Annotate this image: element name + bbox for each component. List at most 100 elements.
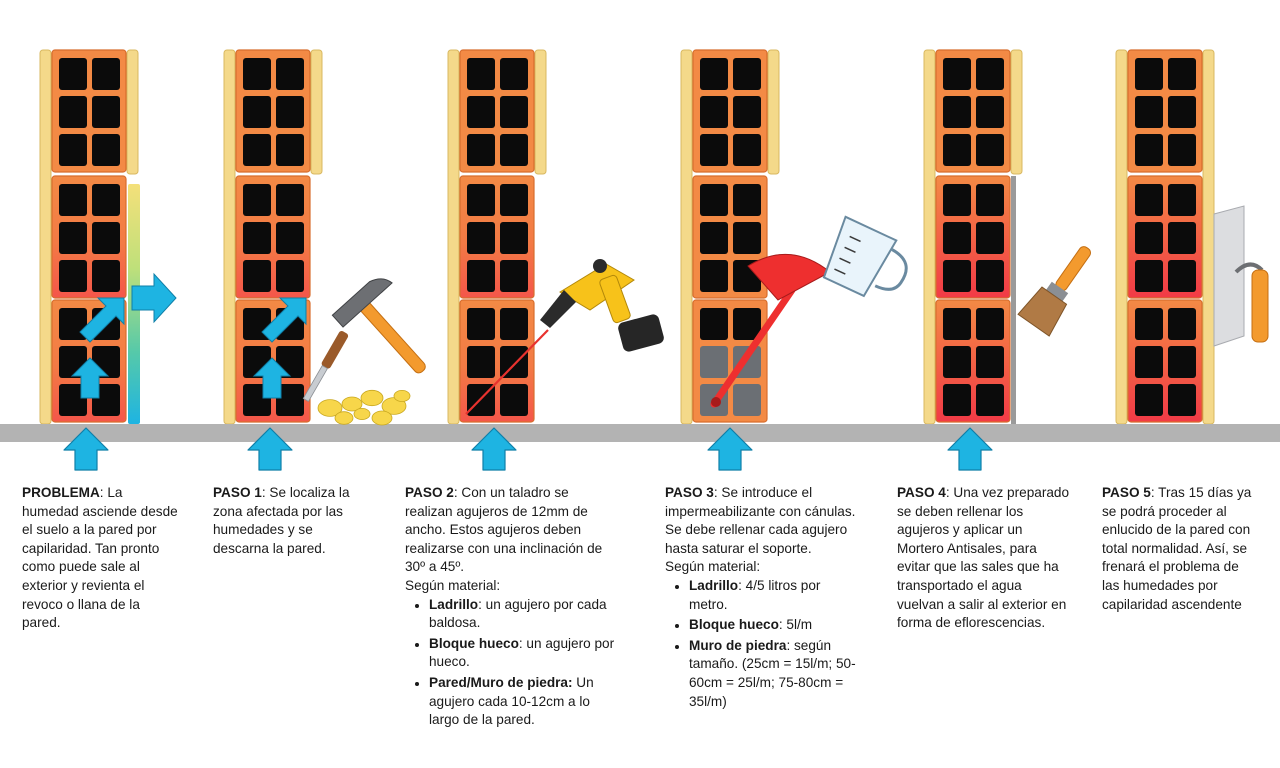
step-paso-3: PASO 3: Se introduce el impermeabilizant… [665, 484, 857, 713]
brick-hole [976, 58, 1004, 90]
brick-hole [733, 58, 761, 90]
step-paso-5: PASO 5: Tras 15 días ya se podrá procede… [1102, 484, 1252, 614]
mortar-layer [1011, 176, 1016, 424]
arrow-diagonal-icon [261, 297, 307, 343]
arrow-diagonal-icon [79, 297, 125, 343]
brick-hole [1135, 96, 1163, 128]
arrow-up-icon [247, 427, 293, 471]
brick-hole [976, 184, 1004, 216]
brick-hole [276, 384, 304, 416]
plaster-layer [447, 49, 460, 425]
brick-hole [700, 134, 728, 166]
brick-hole [700, 260, 728, 292]
brick-hole [276, 134, 304, 166]
brick-hole [467, 96, 495, 128]
plaster-layer [126, 49, 139, 175]
brick-wall [680, 49, 780, 425]
brick-hole [59, 96, 87, 128]
arrow-up-icon [947, 427, 993, 471]
brick-hole [243, 58, 271, 90]
material-name: Bloque hueco [689, 617, 779, 633]
brick-hole [59, 184, 87, 216]
brick-hole [1135, 184, 1163, 216]
brick-hole [467, 260, 495, 292]
brick-hole [1135, 222, 1163, 254]
hammer-icon [331, 278, 426, 374]
step-body: : La humedad asciende desde el suelo a l… [22, 485, 178, 631]
brick-hole [943, 260, 971, 292]
list-item: Ladrillo: un agujero por cada baldosa. [429, 596, 619, 633]
brick-hole [733, 308, 761, 340]
material-list: Ladrillo: un agujero por cada baldosa. B… [405, 596, 619, 730]
brick-hole [976, 346, 1004, 378]
step-title: PASO 3 [665, 485, 714, 500]
laser-line-icon [465, 329, 549, 415]
brick-hole [59, 260, 87, 292]
brick-hole [500, 222, 528, 254]
plaster-layer [1115, 49, 1128, 425]
brick-hole [92, 260, 120, 292]
ground-bar [0, 424, 1280, 442]
material-detail: : 4/5 litros por metro. [689, 577, 821, 612]
brick-hole [1135, 58, 1163, 90]
arrow-up-icon [70, 357, 110, 399]
brick-hole [943, 222, 971, 254]
material-name: Muro de piedra [689, 637, 787, 653]
debris-icon [317, 389, 411, 426]
brick-hole [243, 222, 271, 254]
step-body: : Se introduce el impermeabilizante con … [665, 485, 856, 556]
arrow-up-icon [471, 427, 517, 471]
plaster-layer [310, 49, 323, 175]
brick-hole [276, 58, 304, 90]
step-title: PASO 2 [405, 485, 454, 500]
brick-hole [59, 58, 87, 90]
arrow-up-icon [252, 357, 292, 399]
plaster-layer [1010, 49, 1023, 175]
brick-hole [1168, 96, 1196, 128]
step-paso-1: PASO 1: Se localiza la zona afectada por… [213, 484, 361, 558]
brick-hole [1168, 346, 1196, 378]
brick-hole [92, 134, 120, 166]
step-title: PROBLEMA [22, 485, 100, 500]
step-title: PASO 4 [897, 485, 946, 500]
brick-hole [500, 184, 528, 216]
diagram-illustration [0, 49, 1280, 471]
brick-hole [733, 134, 761, 166]
brick-hole [733, 222, 761, 254]
brick-hole [1168, 222, 1196, 254]
plaster-layer [534, 49, 547, 175]
list-item: Ladrillo: 4/5 litros por metro. [689, 577, 857, 614]
brick-hole [467, 58, 495, 90]
material-name: Pared/Muro de piedra: [429, 674, 573, 690]
funnel-icon [710, 253, 831, 408]
list-item: Muro de piedra: según tamaño. (25cm = 15… [689, 637, 857, 711]
brick-hole [1168, 384, 1196, 416]
brick-hole [976, 260, 1004, 292]
brick-hole [500, 96, 528, 128]
brick-hole [943, 134, 971, 166]
brick-hole [976, 308, 1004, 340]
brick-hole [733, 96, 761, 128]
step-sublabel: Según material: [405, 577, 501, 593]
material-detail: : un agujero por hueco. [429, 635, 615, 670]
brick-hole [976, 384, 1004, 416]
brick-hole [243, 260, 271, 292]
brick-hole [1135, 346, 1163, 378]
filled-hole [700, 346, 728, 378]
brick-hole [700, 184, 728, 216]
brick-hole [700, 308, 728, 340]
brick-hole [467, 134, 495, 166]
brick-hole [276, 184, 304, 216]
brick-hole [243, 134, 271, 166]
brick-wall [923, 49, 1023, 425]
step-body: : Con un taladro se realizan agujeros de… [405, 485, 603, 575]
step-title: PASO 1 [213, 485, 262, 500]
brick-hole [92, 184, 120, 216]
brush-icon [1017, 246, 1091, 337]
step-title: PASO 5 [1102, 485, 1151, 500]
list-item: Bloque hueco: 5l/m [689, 616, 857, 635]
brick-hole [59, 134, 87, 166]
brick-hole [467, 346, 495, 378]
arrow-right-icon [131, 272, 177, 324]
plaster-layer [39, 49, 52, 425]
